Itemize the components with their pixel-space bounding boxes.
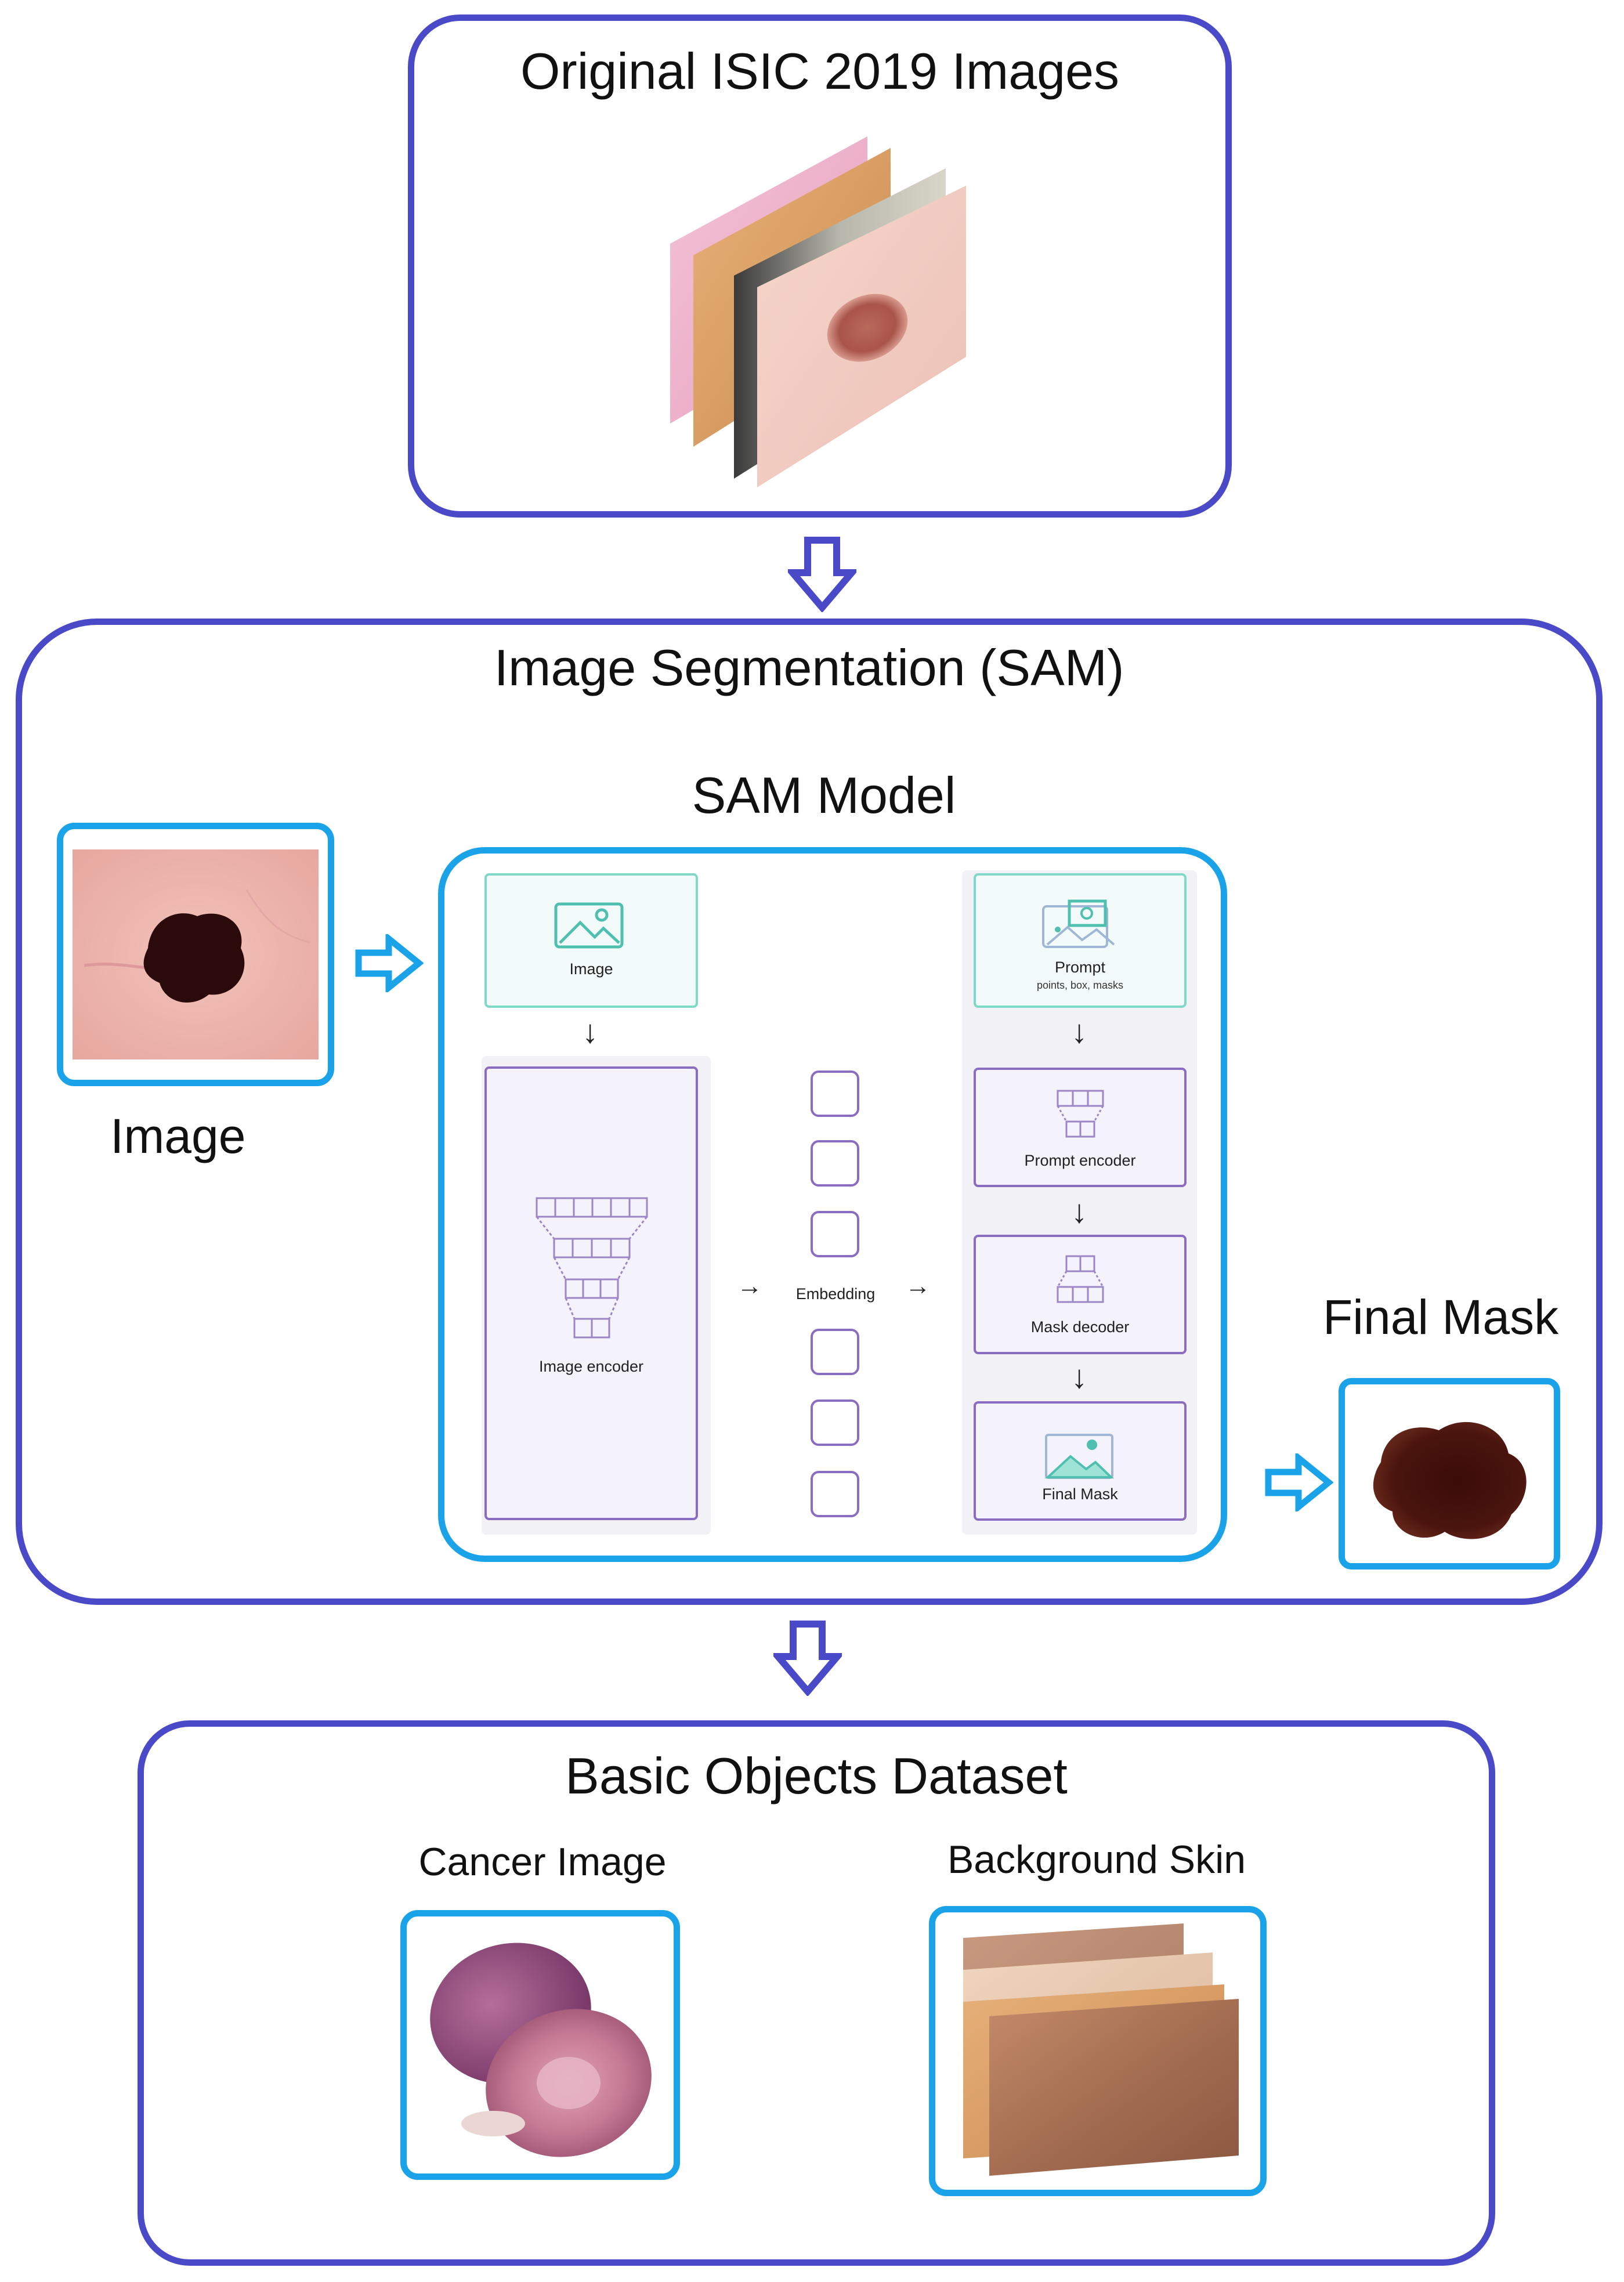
down-arrow-icon <box>788 537 856 612</box>
embedding-token-3 <box>811 1211 859 1257</box>
skin-layer-4 <box>989 1999 1239 2176</box>
input-image-label: Image <box>110 1109 246 1163</box>
prompt-title: Prompt <box>1054 959 1106 976</box>
cancer-image-label: Cancer Image <box>418 1840 667 1884</box>
prompt-box <box>974 873 1187 1008</box>
down-arrow-icon: ↓ <box>1071 1013 1087 1050</box>
background-skin-image <box>963 1923 1239 2176</box>
embedding-token-2 <box>811 1140 859 1187</box>
prompt-encoder-icon <box>1057 1090 1104 1138</box>
sam-model-title: SAM Model <box>692 766 956 824</box>
input-lesion <box>143 913 245 1003</box>
final-mask-box <box>974 1401 1187 1521</box>
sam-model-frame <box>438 847 1227 1562</box>
embedding-token-5 <box>811 1399 859 1446</box>
right-arrow-icon <box>1265 1453 1333 1511</box>
image-icon <box>554 902 624 949</box>
embedding-token-6 <box>811 1471 859 1517</box>
stack-lesion <box>827 294 908 362</box>
final-mask-lesion <box>1373 1422 1527 1539</box>
down-arrow-icon: ↓ <box>582 1013 598 1050</box>
embedding-label: Embedding <box>795 1285 876 1303</box>
image-icon <box>1044 1434 1114 1479</box>
final-mask-label: Final Mask <box>1323 1290 1559 1344</box>
cancer-image <box>430 1943 652 2157</box>
stacked-skin-images <box>670 136 966 487</box>
embedding-token-4 <box>811 1329 859 1375</box>
dataset-frame <box>138 1720 1495 2266</box>
right-arrow-icon: → <box>737 1272 762 1300</box>
mask-decoder-icon <box>1057 1255 1104 1303</box>
original-images-title: Original ISIC 2019 Images <box>520 42 1120 100</box>
down-arrow-icon: ↓ <box>1071 1358 1087 1395</box>
background-skin-label: Background Skin <box>947 1838 1246 1882</box>
image-encoder-label: Image encoder <box>538 1358 644 1375</box>
image-input-box <box>484 873 698 1008</box>
image-box-label: Image <box>569 960 613 978</box>
final-mask-box-label: Final Mask <box>1042 1485 1118 1503</box>
input-lesion-photo <box>73 849 319 1059</box>
final-mask-frame <box>1339 1378 1560 1569</box>
dataset-title: Basic Objects Dataset <box>565 1747 1068 1804</box>
image-encoder-box <box>484 1066 698 1520</box>
background-skin-frame <box>929 1906 1267 2196</box>
right-arrow-icon: → <box>905 1272 931 1300</box>
encoder-blocks-icon <box>536 1197 648 1339</box>
mask-decoder-box <box>974 1235 1187 1354</box>
prompt-icon <box>1042 899 1115 948</box>
prompt-subtitle: points, box, masks <box>1036 979 1124 991</box>
down-arrow-icon: ↓ <box>1071 1193 1087 1229</box>
original-images-frame <box>408 15 1232 518</box>
cancer-image-frame <box>400 1910 680 2180</box>
segmentation-title: Image Segmentation (SAM) <box>494 639 1124 696</box>
input-image-frame <box>57 823 334 1086</box>
mask-decoder-label: Mask decoder <box>1030 1318 1130 1336</box>
final-mask-image <box>1373 1422 1527 1539</box>
right-arrow-icon <box>355 934 424 992</box>
prompt-encoder-label: Prompt encoder <box>1024 1152 1136 1169</box>
embedding-token-1 <box>811 1071 859 1117</box>
segmentation-frame <box>16 619 1603 1605</box>
down-arrow-icon <box>773 1621 842 1696</box>
